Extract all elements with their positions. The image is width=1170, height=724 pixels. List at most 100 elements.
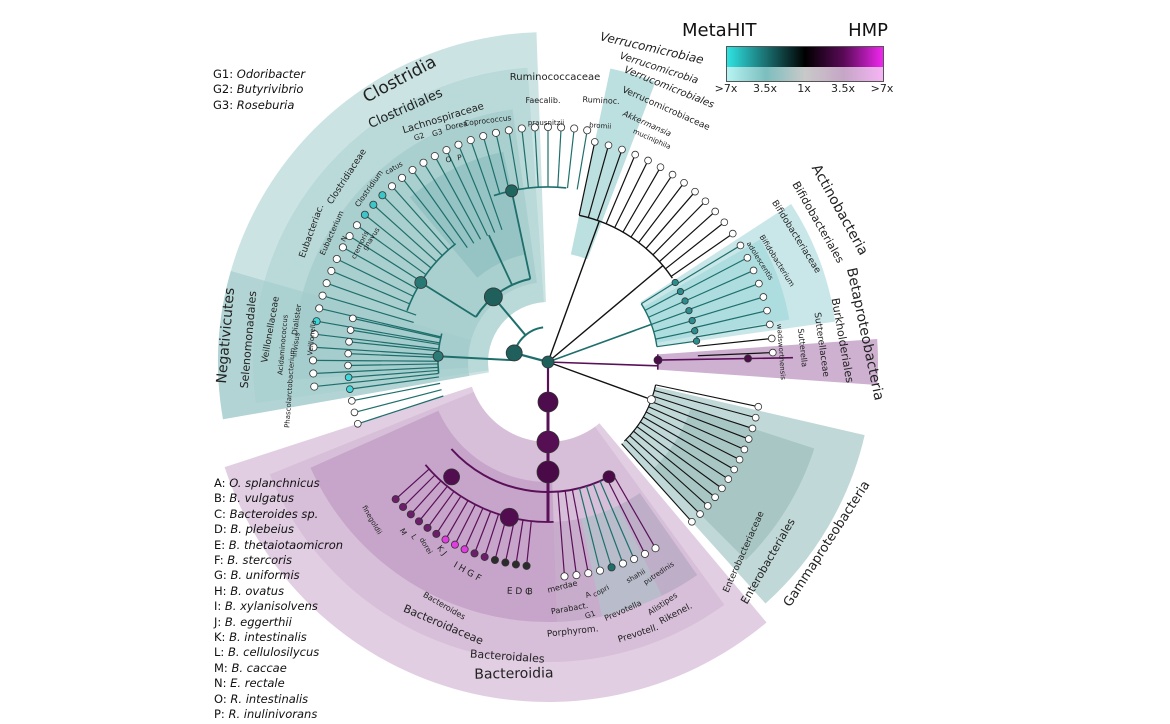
species-legend-entry: F: B. stercoris — [214, 553, 343, 568]
sector-verruco — [570, 68, 656, 260]
branch — [364, 214, 432, 269]
genus-legend-entry: G1: Odoribacter — [213, 67, 305, 82]
branch — [454, 504, 476, 545]
branch — [381, 194, 443, 256]
species-legend-entry: N: E. rectale — [214, 676, 343, 691]
sector-bacteroidaceae — [310, 410, 558, 622]
tree-node — [604, 141, 613, 150]
branch — [566, 128, 575, 189]
tree-node — [399, 502, 408, 511]
label-l: L — [409, 533, 419, 542]
tree-node — [501, 558, 510, 567]
branch — [504, 518, 516, 563]
tree-node — [441, 535, 450, 544]
tree-node — [344, 373, 353, 382]
species-key: F: — [214, 553, 228, 568]
color-scale-tick: >7x — [870, 82, 894, 95]
label-g1: G1 — [584, 609, 597, 621]
branch — [670, 233, 734, 277]
tree-node — [691, 187, 699, 196]
tree-node — [711, 493, 719, 502]
branch-arc — [623, 384, 657, 442]
branch — [648, 300, 686, 318]
species-key: I: — [214, 599, 225, 614]
branch — [547, 361, 652, 401]
tree-node — [681, 297, 689, 305]
branch — [622, 166, 662, 233]
tree-node — [653, 355, 663, 365]
species-key: K: — [214, 630, 230, 645]
tree-node — [511, 560, 520, 569]
label-bacteroidia: Bacteroidia — [474, 665, 554, 682]
branch — [434, 155, 482, 240]
branch — [693, 310, 768, 329]
genus-legend-entry: G2: Butyrivibrio — [213, 82, 305, 97]
species-name: E. rectale — [230, 676, 285, 691]
branch — [688, 283, 760, 311]
label-b: B — [527, 587, 533, 596]
branch — [578, 487, 601, 571]
tree-node — [318, 291, 327, 300]
tree-node — [345, 337, 353, 346]
label-dialister: Dialister — [290, 303, 303, 336]
branch-arc — [450, 448, 610, 493]
tree-node — [769, 348, 777, 357]
branch — [571, 489, 589, 574]
tree-node — [688, 517, 696, 526]
species-name: B. ovatus — [230, 583, 285, 598]
branch — [642, 416, 735, 470]
branch — [349, 235, 422, 283]
tree-node — [584, 569, 593, 578]
species-legend-entry: B: B. vulgatus — [214, 491, 343, 506]
branch — [650, 400, 749, 440]
color-scale-tick: >7x — [714, 82, 738, 95]
species-key: G: — [214, 568, 231, 583]
species-key: N: — [214, 676, 231, 691]
species-legend-entry: M: B. caccae — [214, 661, 343, 676]
species-name: B. uniformis — [230, 568, 300, 583]
species-legend-entry: G: B. uniformis — [214, 568, 343, 583]
species-legend-entry: E: B. thetaiotaomicron — [214, 538, 343, 553]
species-name: B. plebeius — [230, 522, 295, 537]
tree-node — [352, 221, 361, 230]
tree-node — [711, 207, 720, 216]
branch — [395, 468, 430, 500]
tree-node — [309, 343, 318, 352]
tree-node — [327, 266, 336, 275]
color-scale-tick: 3.5x — [752, 82, 778, 95]
tree-node — [685, 307, 693, 315]
branch — [438, 355, 514, 362]
genus-key: G3: — [213, 97, 237, 112]
branch — [435, 495, 462, 535]
branch — [401, 177, 456, 245]
branch — [651, 310, 690, 325]
tree-node — [310, 382, 319, 391]
branch — [484, 513, 500, 558]
tree-node — [309, 356, 318, 365]
branch — [488, 234, 513, 286]
branch — [521, 128, 530, 189]
tree-node — [466, 136, 475, 145]
branch — [557, 491, 566, 577]
branch — [640, 282, 676, 305]
tree-node — [651, 544, 660, 553]
branch — [599, 480, 635, 560]
tree-node — [479, 132, 488, 141]
branch — [350, 329, 440, 346]
branch — [495, 132, 510, 192]
tree-node — [517, 124, 526, 133]
label-bacteroidales: Bacteroidales — [469, 647, 545, 665]
species-key: J: — [214, 614, 225, 629]
tree-node — [450, 540, 459, 549]
tree-node — [499, 507, 519, 527]
species-name: B. thetaiotaomicron — [228, 537, 344, 552]
branch — [684, 269, 754, 302]
tree-node — [680, 178, 688, 187]
tree-node — [398, 173, 407, 182]
branch — [372, 204, 437, 263]
genus-name: Roseburia — [236, 97, 295, 112]
label-o: O — [445, 155, 453, 165]
tree-node — [703, 502, 712, 510]
branch — [326, 282, 417, 316]
